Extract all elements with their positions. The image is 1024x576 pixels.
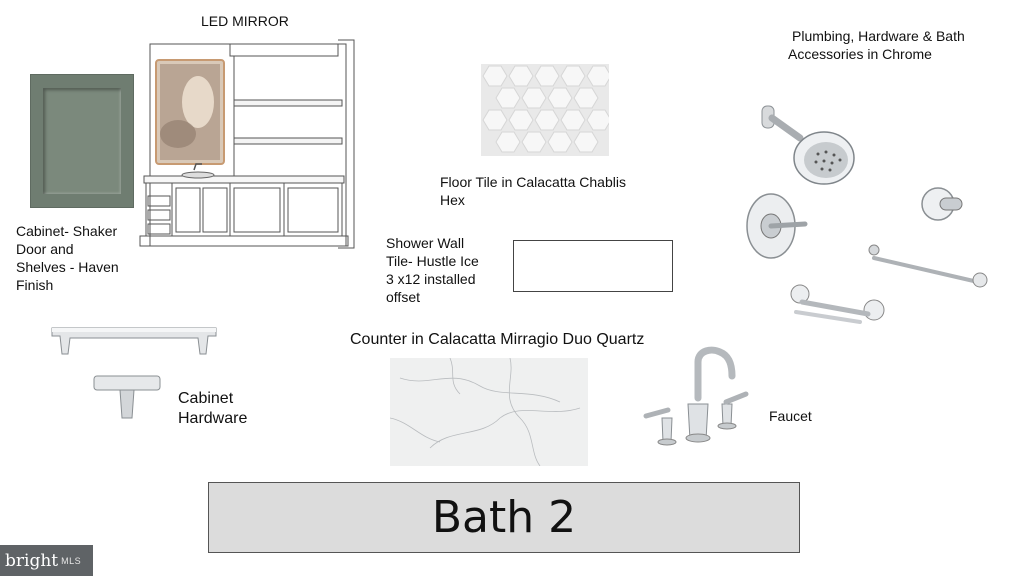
plumbing-label: Plumbing, Hardware & Bath Accessories in… <box>788 28 965 62</box>
logo-main-text: bright <box>5 550 59 571</box>
counter-label: Counter in Calacatta Mirragio Duo Quartz <box>350 331 645 348</box>
hex-tile-swatch <box>481 64 609 156</box>
faucet-icon <box>643 346 749 446</box>
cabinet-hardware-label: Cabinet Hardware <box>178 390 248 427</box>
robe-hook-icon <box>921 187 963 221</box>
cabinet-knob-icon <box>93 375 161 419</box>
led-mirror-vanity-drawing <box>139 39 355 249</box>
led-mirror-label: LED MIRROR <box>201 13 289 29</box>
bright-mls-logo: bright MLS <box>0 545 93 576</box>
faucet-label: Faucet <box>769 408 812 424</box>
toilet-paper-holder-icon <box>790 284 885 324</box>
cabinet-finish-label: Cabinet- Shaker Door and Shelves - Haven… <box>16 223 119 293</box>
towel-bar-icon <box>868 244 988 288</box>
title-box: Bath 2 <box>208 482 800 553</box>
shower-wall-tile-swatch <box>513 240 673 292</box>
quartz-swatch <box>390 358 588 466</box>
page-title: Bath 2 <box>431 492 577 543</box>
cabinet-pull-icon <box>51 327 217 355</box>
logo-sub-text: MLS <box>61 555 82 566</box>
valve-trim-icon <box>746 193 808 259</box>
floor-tile-label: Floor Tile in Calacatta Chablis Hex <box>440 174 626 208</box>
shower-head-icon <box>761 105 855 185</box>
shower-wall-tile-label: Shower Wall Tile- Hustle Ice 3 x12 insta… <box>386 235 479 305</box>
cabinet-door-swatch <box>30 74 134 208</box>
